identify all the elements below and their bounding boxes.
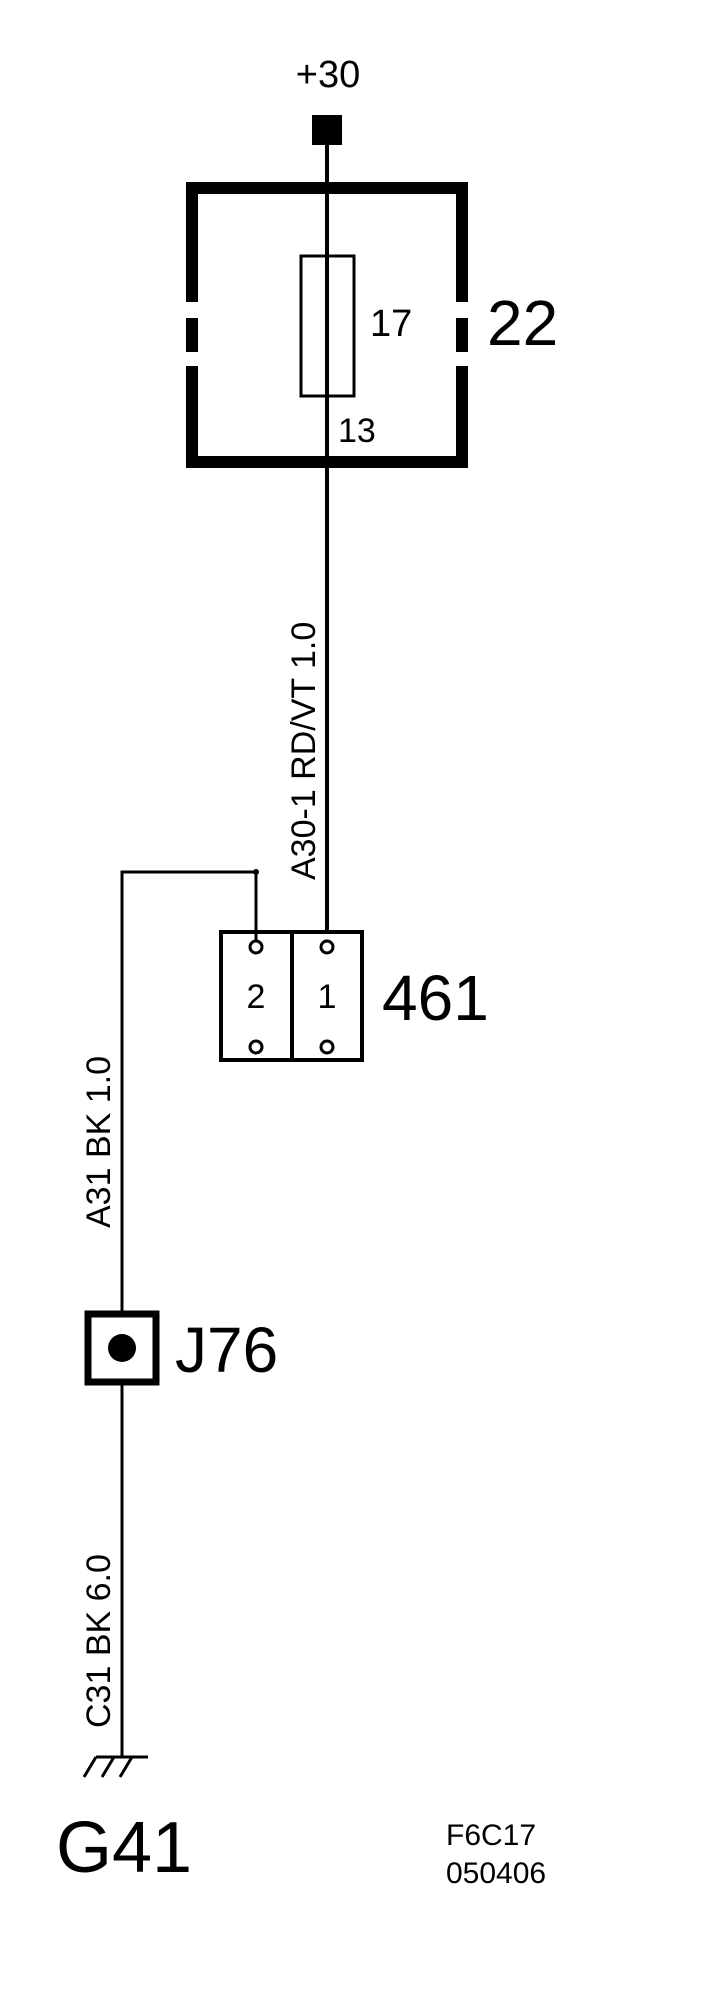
stamp-line-1: F6C17 [446,1819,536,1852]
connector-pin-2-bottom [248,1039,264,1055]
wire-ground-upper [120,870,258,1352]
power-terminal [312,115,342,145]
fuse-number: 17 [370,303,412,345]
fuse-box-frame [186,182,468,468]
connector-pin-2-top [248,939,264,955]
wire-corner-dot [253,869,259,875]
fuse-output-pin: 13 [338,412,376,450]
connector-pin-1-top [319,939,335,955]
connector-pin-2-label: 2 [247,978,266,1016]
junction-dot [108,1334,136,1362]
stamp-line-2: 050406 [446,1857,546,1890]
wire-main-label: A30-1 RD/VT 1.0 [285,622,323,880]
connector-id: 461 [382,962,489,1034]
power-label: +30 [296,54,360,96]
connector-pin-1-bottom [319,1039,335,1055]
wire-ground-lower-label: C31 BK 6.0 [80,1554,118,1728]
ground-icon [82,1755,148,1778]
connector-pin-1-label: 1 [318,978,337,1016]
fuse-box-id: 22 [487,287,558,359]
wire-ground-upper-label: A31 BK 1.0 [80,1056,118,1228]
connector-461: 2 1 [219,930,364,1062]
ground-id: G41 [56,1808,192,1888]
junction-id: J76 [175,1314,278,1386]
